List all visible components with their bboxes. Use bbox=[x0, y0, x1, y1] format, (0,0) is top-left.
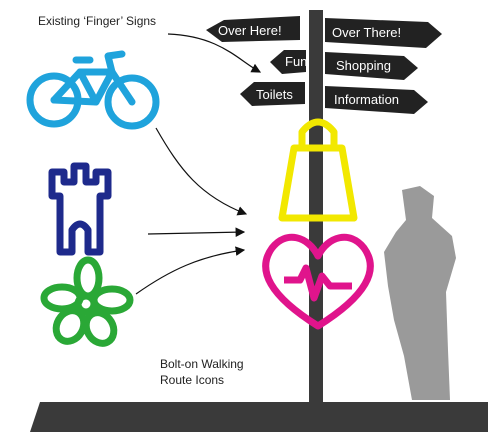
ground-plane bbox=[30, 402, 488, 432]
finger-sign-fun: Fun bbox=[270, 50, 307, 74]
signpost-pole bbox=[309, 10, 323, 408]
person-silhouette bbox=[384, 186, 456, 400]
flower-icon bbox=[44, 260, 130, 348]
sign-label-toilets: Toilets bbox=[256, 87, 293, 102]
sign-label-fun: Fun bbox=[285, 54, 307, 69]
sign-label-over-here: Over Here! bbox=[218, 23, 282, 38]
sign-label-information: Information bbox=[334, 92, 399, 107]
existing-finger-signs-caption: Existing ‘Finger’ Signs bbox=[38, 14, 156, 28]
finger-sign-shopping: Shopping bbox=[325, 52, 418, 80]
finger-sign-toilets: Toilets bbox=[240, 82, 305, 106]
bolt-on-caption-line2: Route Icons bbox=[160, 372, 244, 388]
bicycle-icon bbox=[30, 54, 156, 126]
arrow-from-castle bbox=[148, 232, 244, 234]
sign-label-shopping: Shopping bbox=[336, 58, 391, 73]
castle-icon bbox=[52, 166, 108, 252]
finger-sign-information: Information bbox=[325, 86, 428, 114]
bolt-on-caption-line1: Bolt-on Walking bbox=[160, 356, 244, 372]
arrow-from-flower bbox=[136, 250, 244, 294]
sign-label-over-there: Over There! bbox=[332, 25, 401, 40]
finger-sign-over-there: Over There! bbox=[325, 18, 442, 48]
bolt-on-icons-caption: Bolt-on Walking Route Icons bbox=[160, 356, 244, 388]
arrow-from-bicycle bbox=[156, 128, 246, 214]
finger-sign-over-here: Over Here! bbox=[206, 16, 300, 42]
